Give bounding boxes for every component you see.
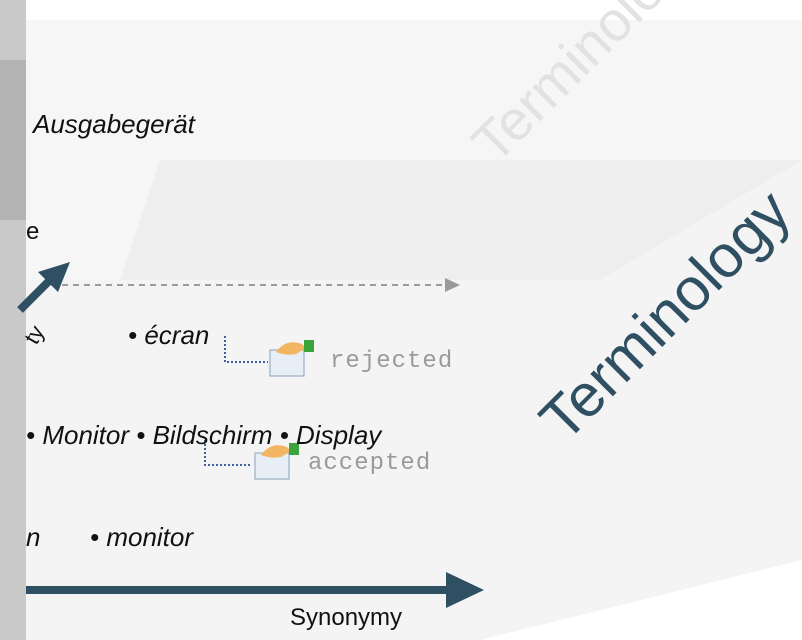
synonymy-arrowhead <box>446 572 484 608</box>
term-row-values: Monitor • Bildschirm • Display <box>42 420 382 450</box>
synonymy-axis-label: Synonymy <box>290 604 403 631</box>
rejected-hand-icon <box>269 340 314 377</box>
term-monitor: monitor <box>106 522 194 552</box>
term-monitor-row: • monitor <box>90 522 194 552</box>
accepted-hand-icon <box>254 443 299 480</box>
dashed-arrowhead <box>445 278 460 292</box>
term-ausgabegeraet: Ausgabegerät <box>33 109 195 139</box>
diagonal-arrowhead <box>38 262 70 292</box>
cut-left-text-e: e <box>26 218 40 245</box>
accepted-connector <box>204 440 250 466</box>
term-ecran: écran <box>144 320 210 350</box>
cut-left-text-n: n <box>26 522 41 552</box>
rejected-connector <box>224 336 268 363</box>
term-row-monitor-bildschirm-display: • Monitor • Bildschirm • Display <box>26 420 382 450</box>
lower-plane <box>26 160 802 640</box>
status-rejected: rejected <box>330 348 454 375</box>
status-accepted: accepted <box>308 450 432 477</box>
term-ecran-row: • écran <box>128 320 210 350</box>
middle-plane <box>120 160 802 280</box>
left-edge-photo-fragment <box>0 60 26 220</box>
